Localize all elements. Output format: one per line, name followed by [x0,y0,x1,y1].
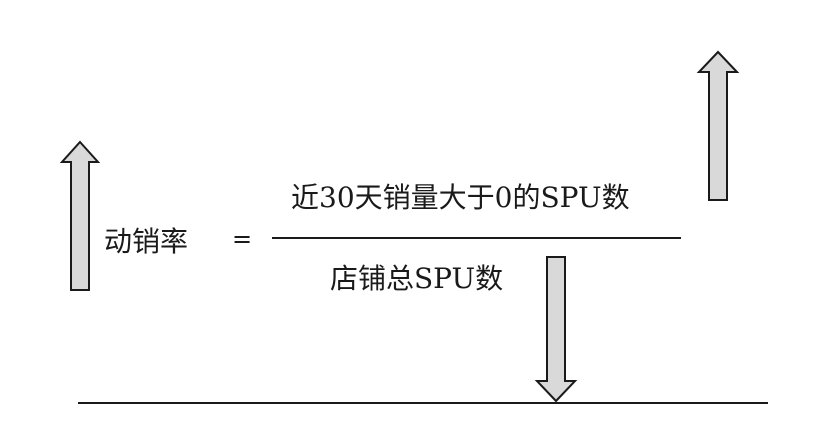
down-arrow-icon [534,256,578,403]
up-arrow-left-icon [59,140,101,291]
baseline-rule [78,402,768,404]
equals-sign: = [232,225,253,253]
denominator-label: 店铺总SPU数 [330,262,504,295]
numerator-label: 近30天销量大于0的SPU数 [291,181,630,214]
fraction-bar [272,237,681,239]
up-arrow-right-icon [696,50,740,201]
formula-lhs-label: 动销率 [104,225,189,258]
